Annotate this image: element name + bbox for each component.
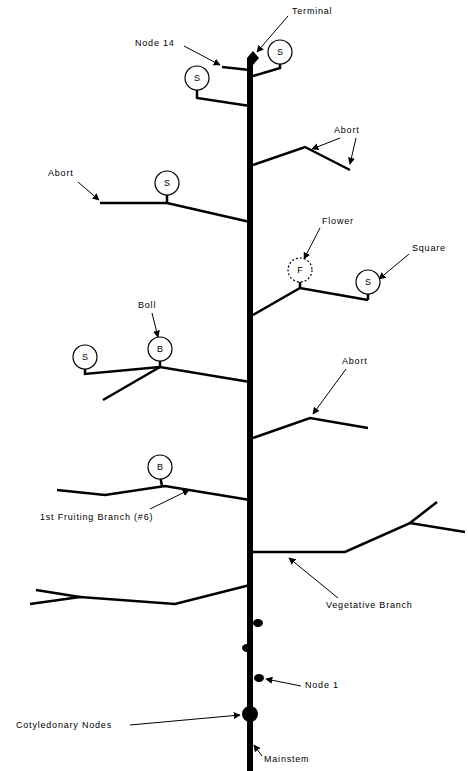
fruiting-branch xyxy=(253,147,350,170)
vegetative-branch xyxy=(410,502,437,523)
leaf-scar xyxy=(253,619,263,627)
fruit-letter: F xyxy=(287,257,313,283)
circle-shape xyxy=(155,171,179,195)
callout-label: Vegetative Branch xyxy=(326,600,413,611)
callout-label: Abort xyxy=(342,356,368,367)
callout-label: Abort xyxy=(334,125,360,136)
fruiting-branch xyxy=(100,203,250,222)
leaf-scar xyxy=(254,674,264,682)
leader-line xyxy=(304,228,320,259)
leaf-scar xyxy=(242,644,252,652)
terminal-diamond xyxy=(247,51,259,65)
leader-line xyxy=(150,490,189,509)
circle-shape xyxy=(73,345,97,369)
leader-line xyxy=(130,715,240,725)
callout-label: Boll xyxy=(138,300,156,311)
fruit-letter: B xyxy=(147,454,173,480)
circle-shape xyxy=(148,455,172,479)
leader-line xyxy=(254,745,262,756)
fruit-circle: F xyxy=(287,257,313,283)
callout-label: Abort xyxy=(48,168,74,179)
vegetative-branch xyxy=(253,523,465,552)
circle-shape xyxy=(288,258,312,282)
fruit-letter: S xyxy=(72,344,98,370)
callout-label: Square xyxy=(412,243,446,254)
fruiting-branch xyxy=(85,366,160,374)
leader-line xyxy=(266,679,301,686)
leader-line xyxy=(78,182,99,200)
leader-line xyxy=(312,138,340,149)
vegetative-branch xyxy=(36,590,80,597)
fruit-circle: S xyxy=(154,170,180,196)
leader-line xyxy=(152,313,158,337)
fruit-letter: B xyxy=(147,336,173,362)
circle-shape xyxy=(185,66,209,90)
fruiting-branch xyxy=(57,486,250,500)
fruiting-branch xyxy=(197,87,250,106)
callout-label: Mainstem xyxy=(264,754,309,765)
callout-label: Node 14 xyxy=(135,38,175,49)
fruit-circle: B xyxy=(147,336,173,362)
callout-label: Node 1 xyxy=(305,680,339,691)
callout-label: Flower xyxy=(322,216,354,227)
fruit-letter: S xyxy=(184,65,210,91)
fruiting-branch xyxy=(103,367,250,400)
leader-line xyxy=(289,558,338,598)
fruit-circle: S xyxy=(184,65,210,91)
fruit-circle: S xyxy=(267,39,293,65)
callout-label: Terminal xyxy=(292,6,332,17)
callout-label: 1st Fruiting Branch (#6) xyxy=(40,512,153,523)
leader-line xyxy=(313,369,346,414)
circle-shape xyxy=(148,337,172,361)
callout-label: Cotyledonary Nodes xyxy=(16,720,112,731)
fruiting-branch xyxy=(222,67,250,70)
fruiting-branch xyxy=(253,288,368,315)
vegetative-branch xyxy=(30,585,250,604)
leader-line xyxy=(350,138,356,164)
fruiting-branch xyxy=(253,418,368,438)
fruit-circle: S xyxy=(72,344,98,370)
fruit-letter: S xyxy=(355,269,381,295)
fruit-circle: B xyxy=(147,454,173,480)
cotyledonary-node xyxy=(242,706,258,722)
circle-shape xyxy=(268,40,292,64)
mainstem-line xyxy=(247,58,253,771)
leader-line xyxy=(379,254,409,279)
fruit-letter: S xyxy=(154,170,180,196)
fruit-letter: S xyxy=(267,39,293,65)
fruit-circle: S xyxy=(355,269,381,295)
leader-line xyxy=(184,46,220,65)
circle-shape xyxy=(356,270,380,294)
